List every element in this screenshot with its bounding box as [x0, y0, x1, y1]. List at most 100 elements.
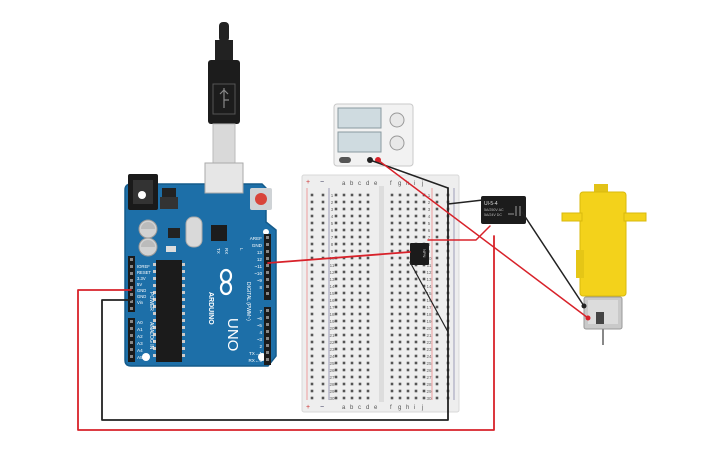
row-number: 2 [331, 200, 334, 205]
row-number: 19 [329, 319, 335, 324]
breadboard-hole [334, 382, 338, 386]
breadboard-hole [321, 214, 325, 218]
breadboard-hole [414, 277, 418, 281]
breadboard-hole [342, 361, 346, 365]
breadboard-hole [342, 214, 346, 218]
breadboard-hole [321, 382, 325, 386]
reset-button-cap[interactable] [255, 193, 267, 205]
breadboard-hole [422, 389, 426, 393]
wire-5v-supply [77, 235, 495, 431]
wire-relay-to-motor [521, 211, 585, 307]
breadboard-hole [350, 361, 354, 365]
rail-minus-bottom-left: − [320, 404, 324, 411]
row-number: 1 [331, 193, 334, 198]
header-pin [266, 323, 269, 326]
row-number: 18 [426, 312, 432, 317]
breadboard-hole [414, 326, 418, 330]
breadboard-hole [414, 193, 418, 197]
breadboard-hole [366, 235, 370, 239]
breadboard-hole [390, 333, 394, 337]
breadboard-hole [406, 382, 410, 386]
breadboard-hole [321, 375, 325, 379]
breadboard-hole [321, 291, 325, 295]
breadboard-hole [398, 221, 402, 225]
breadboard-hole [358, 361, 362, 365]
breadboard-hole [406, 347, 410, 351]
chip-pin [182, 354, 185, 357]
row-number: 3 [428, 207, 431, 212]
breadboard-hole [310, 193, 314, 197]
breadboard-hole [358, 298, 362, 302]
chip-pin [182, 291, 185, 294]
breadboard-hole [342, 312, 346, 316]
breadboard-hole [342, 193, 346, 197]
row-number: 9 [331, 249, 334, 254]
row-number: 17 [329, 305, 335, 310]
breadboard-hole [422, 368, 426, 372]
breadboard-hole [350, 319, 354, 323]
breadboard-hole [334, 361, 338, 365]
breadboard-hole [334, 305, 338, 309]
breadboard-hole [350, 340, 354, 344]
breadboard-hole [334, 277, 338, 281]
breadboard-hole [435, 382, 439, 386]
breadboard-hole [398, 249, 402, 253]
chip-pin [182, 305, 185, 308]
breadboard-hole [398, 263, 402, 267]
breadboard-hole [406, 291, 410, 295]
breadboard-hole [321, 228, 325, 232]
l-led-label: L [239, 248, 244, 251]
column-letter: j [421, 181, 423, 187]
row-number: 26 [426, 368, 432, 373]
breadboard-hole [321, 340, 325, 344]
pin-label: A4 [137, 348, 143, 353]
breadboard-hole [321, 277, 325, 281]
chip-pin [153, 270, 156, 273]
breadboard-hole [358, 214, 362, 218]
row-number: 16 [329, 298, 335, 303]
row-number: 24 [426, 354, 432, 359]
pin-label: 2 [259, 344, 262, 349]
pin-label: A1 [137, 327, 143, 332]
breadboard-hole [366, 354, 370, 358]
row-number: 4 [331, 214, 334, 219]
breadboard-hole [398, 389, 402, 393]
row-number: 19 [426, 319, 432, 324]
breadboard-hole [321, 221, 325, 225]
breadboard-hole [390, 291, 394, 295]
breadboard-hole [334, 207, 338, 211]
breadboard-hole [334, 375, 338, 379]
breadboard-hole [366, 368, 370, 372]
pin-label: A5 [137, 355, 143, 360]
breadboard-hole [358, 389, 362, 393]
column-letter: b [350, 181, 354, 187]
wire-rail-to-relay [447, 199, 484, 205]
breadboard-hole [350, 389, 354, 393]
breadboard-hole [310, 221, 314, 225]
breadboard-hole [414, 361, 418, 365]
breadboard-hole [342, 333, 346, 337]
npn-transistor: NPN [410, 243, 429, 265]
breadboard-hole [350, 235, 354, 239]
breadboard-hole [358, 270, 362, 274]
column-letter: e [374, 181, 378, 187]
row-number: 14 [329, 284, 335, 289]
breadboard-hole [390, 375, 394, 379]
breadboard-hole [422, 312, 426, 316]
breadboard-hole [321, 263, 325, 267]
row-number: 21 [426, 333, 432, 338]
pin-label: ~10 [254, 271, 262, 276]
row-number: 15 [329, 291, 335, 296]
breadboard-hole [390, 214, 394, 218]
arduino-infinity-logo [219, 268, 233, 296]
breadboard-hole [398, 242, 402, 246]
breadboard-hole [406, 207, 410, 211]
wires [77, 159, 591, 431]
breadboard-hole [321, 270, 325, 274]
breadboard-hole [310, 242, 314, 246]
breadboard-hole [435, 333, 439, 337]
breadboard-hole [390, 340, 394, 344]
breadboard-hole [350, 382, 354, 386]
breadboard-hole [435, 270, 439, 274]
